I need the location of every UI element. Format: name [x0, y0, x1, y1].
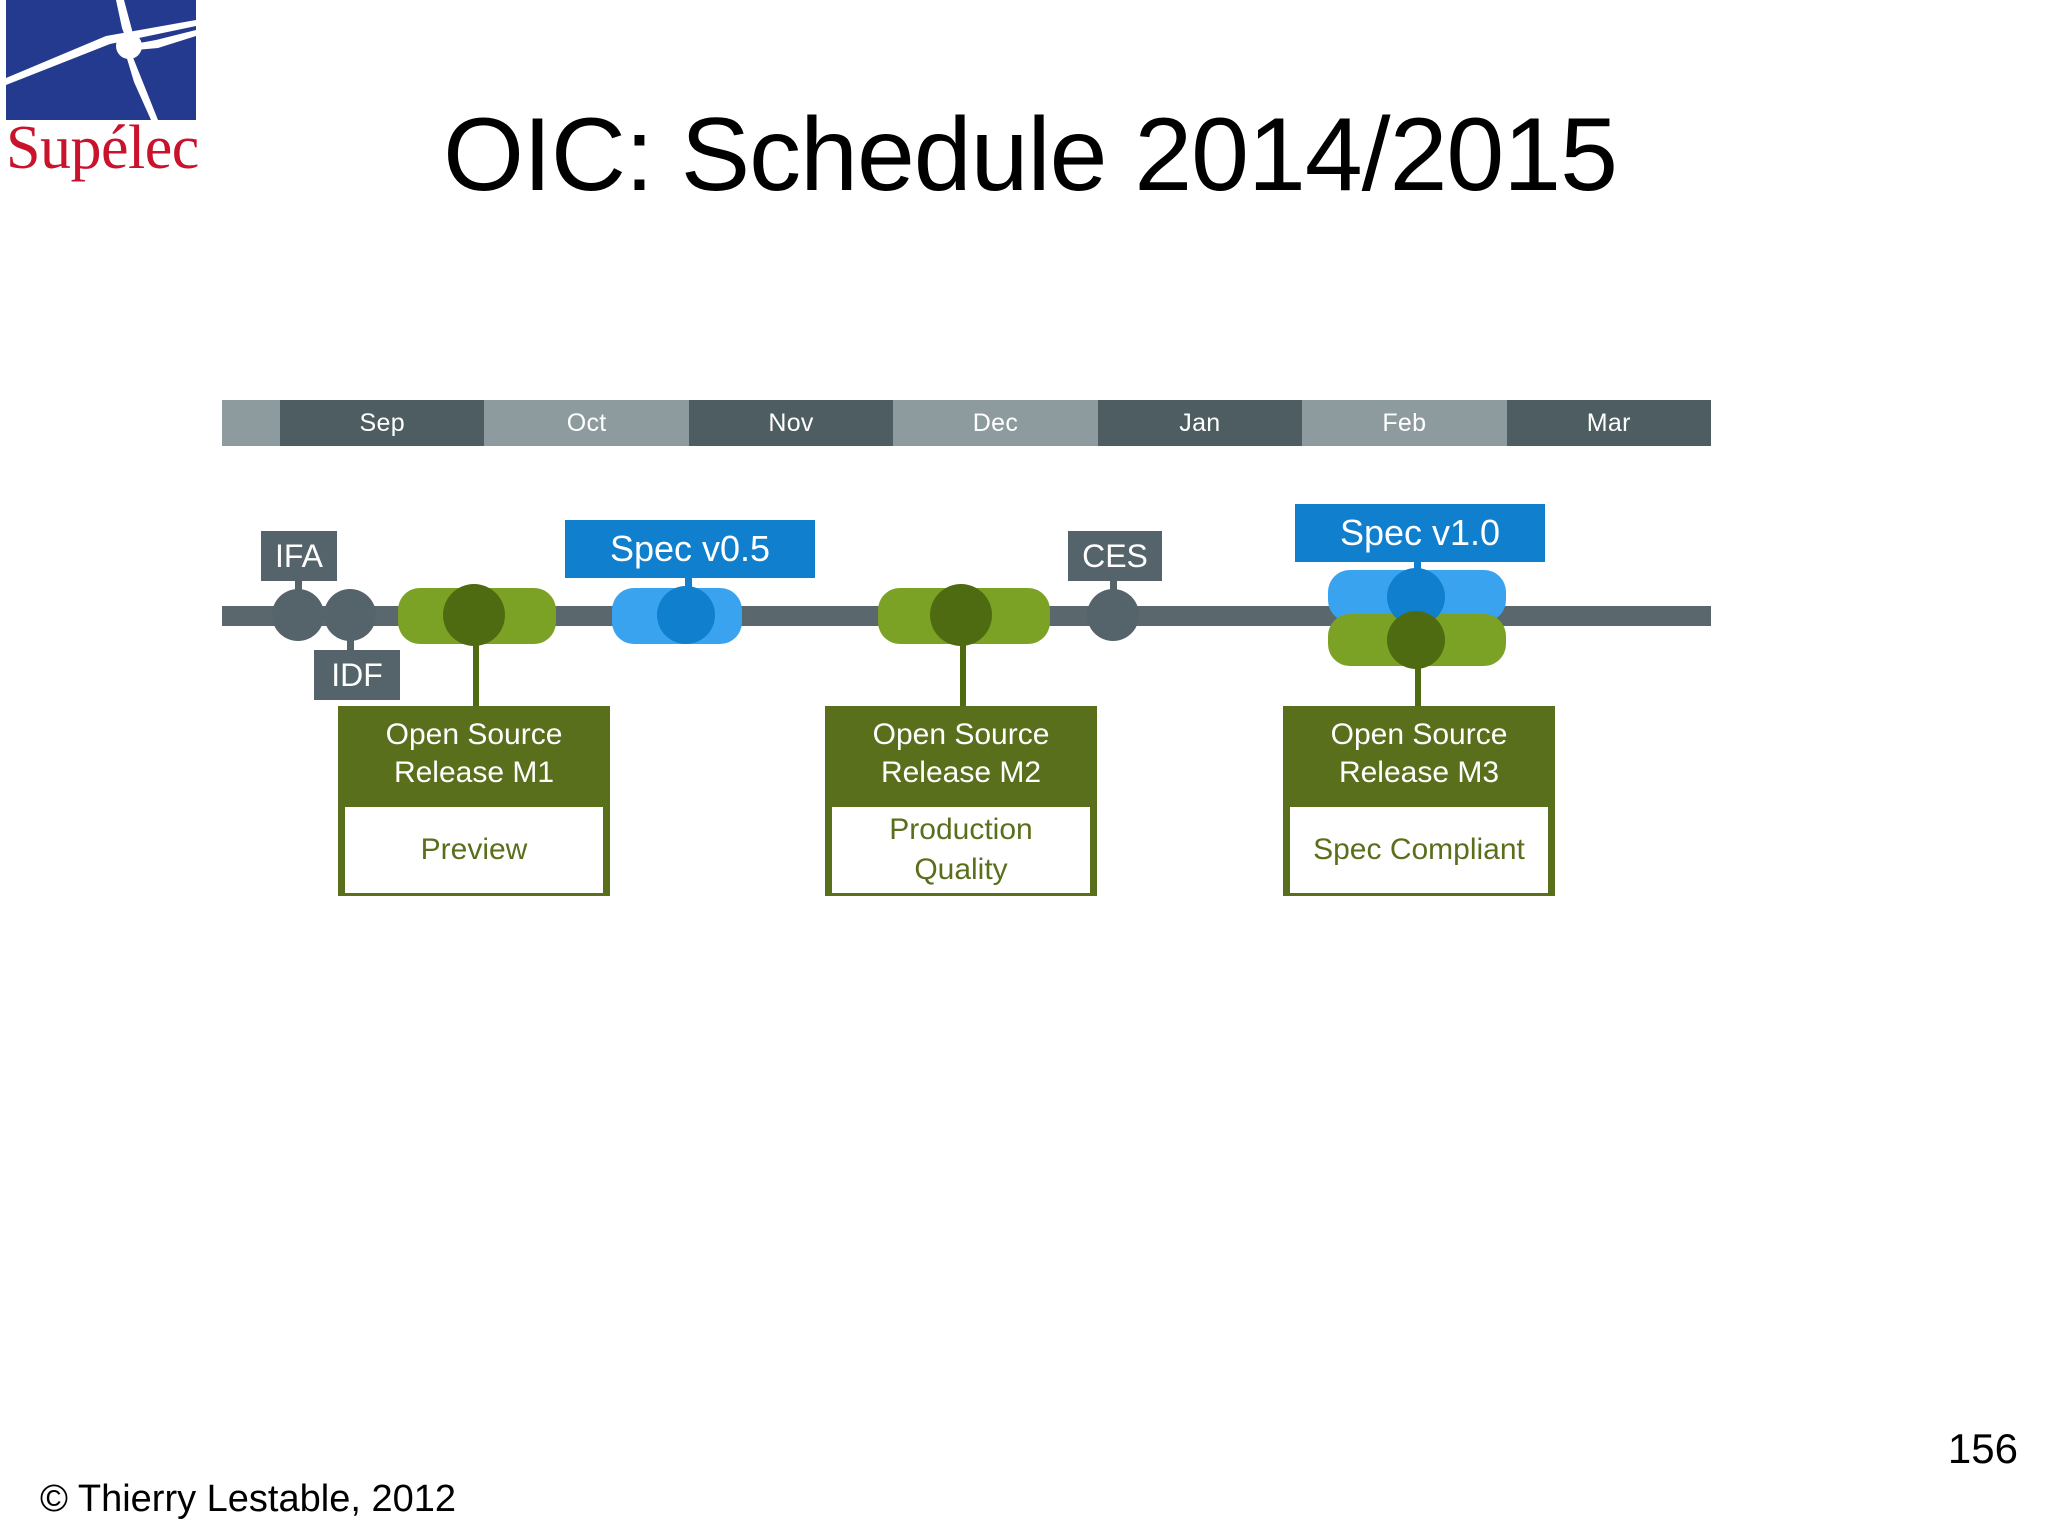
milestone-card-m1-head-line2: Release M1	[393, 756, 555, 789]
event-tag-ifa[interactable]: IFA	[261, 531, 337, 581]
milestone-card-m3-outer: Open Source Release M3 Spec Compliant	[1283, 706, 1555, 896]
timeline-node-idf[interactable]	[324, 589, 376, 641]
milestone-card-m3-head-line2: Release M3	[1338, 756, 1500, 789]
milestone-card-m2[interactable]: Open Source Release M2 Production Qualit…	[825, 706, 1097, 900]
month-lead-segment	[222, 400, 280, 446]
star-graphic-icon	[6, 0, 196, 120]
milestone-card-m1-outer: Open Source Release M1 Preview	[338, 706, 610, 896]
schedule-timeline-diagram: Sep Oct Nov Dec Jan Feb Mar	[222, 400, 1711, 900]
milestone-card-m2-head: Open Source Release M2	[825, 706, 1097, 804]
spec-tag-v10[interactable]: Spec v1.0	[1295, 504, 1545, 562]
timeline-node-spec-v05[interactable]	[657, 586, 715, 644]
milestone-card-m3-body: Spec Compliant	[1287, 804, 1551, 896]
milestone-card-m3-head-line1: Open Source	[1330, 718, 1508, 751]
connector-m2	[960, 616, 966, 726]
event-tag-ces[interactable]: CES	[1068, 531, 1162, 581]
timeline-node-ifa[interactable]	[272, 589, 324, 641]
timeline-node-m3[interactable]	[1387, 611, 1445, 669]
month-cell-dec: Dec	[893, 400, 1098, 446]
spec-tag-v05[interactable]: Spec v0.5	[565, 520, 815, 578]
month-cell-sep: Sep	[280, 400, 485, 446]
copyright-notice: © Thierry Lestable, 2012	[40, 1478, 456, 1520]
timeline-node-ces[interactable]	[1087, 589, 1139, 641]
milestone-card-m1-body: Preview	[342, 804, 606, 896]
supelec-logo-mark	[6, 0, 196, 120]
supelec-wordmark: Supélec	[6, 114, 199, 182]
month-cell-jan: Jan	[1097, 400, 1303, 446]
milestone-card-m3[interactable]: Open Source Release M3 Spec Compliant	[1283, 706, 1555, 900]
month-cell-oct: Oct	[484, 400, 689, 446]
event-tag-idf[interactable]: IDF	[314, 650, 400, 700]
milestone-card-m2-body-line2: Quality	[914, 853, 1008, 886]
milestone-card-m2-head-line2: Release M2	[880, 756, 1042, 789]
milestone-card-m1-body-line1: Preview	[420, 833, 528, 866]
month-cell-nov: Nov	[688, 400, 894, 446]
timeline-node-m2[interactable]	[930, 584, 992, 646]
milestone-card-m1-head: Open Source Release M1	[338, 706, 610, 804]
connector-m1	[473, 616, 479, 726]
connector-m3	[1415, 640, 1421, 726]
timeline-node-m1[interactable]	[443, 584, 505, 646]
milestone-card-m3-head: Open Source Release M3	[1283, 706, 1555, 804]
month-header-bar: Sep Oct Nov Dec Jan Feb Mar	[222, 400, 1711, 446]
milestone-card-m2-outer: Open Source Release M2 Production Qualit…	[825, 706, 1097, 896]
milestone-card-m2-body-line1: Production	[889, 813, 1033, 846]
milestone-card-m2-body: Production Quality	[829, 804, 1093, 896]
milestone-card-m1-head-line1: Open Source	[385, 718, 563, 751]
month-cell-mar: Mar	[1506, 400, 1711, 446]
milestone-card-m1[interactable]: Open Source Release M1 Preview	[338, 706, 610, 900]
month-cell-feb: Feb	[1302, 400, 1507, 446]
milestone-card-m3-body-line1: Spec Compliant	[1313, 833, 1525, 866]
page-title: OIC: Schedule 2014/2015	[443, 97, 1618, 213]
milestone-card-m2-head-line1: Open Source	[872, 718, 1050, 751]
supelec-logo: Supélec	[6, 0, 199, 185]
page-number: 156	[1947, 1425, 2018, 1472]
